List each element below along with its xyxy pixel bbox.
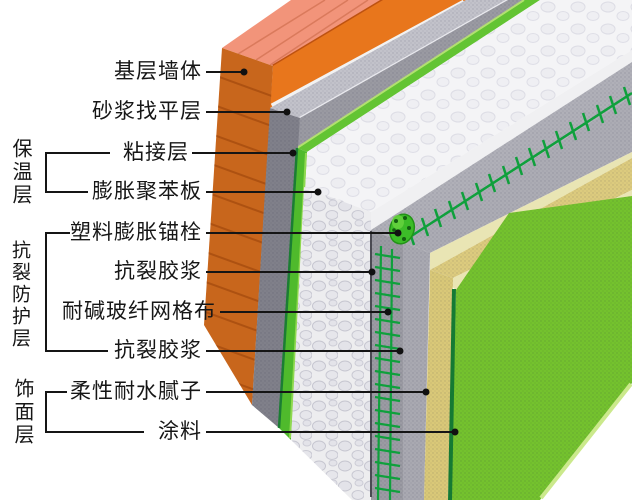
label-bonding-layer: 粘接层 bbox=[123, 141, 189, 164]
label-crack-mortar-bottom: 抗裂胶浆 bbox=[114, 339, 202, 362]
foam-top-band bbox=[304, 0, 632, 212]
crack-mortar2-front-texture bbox=[403, 242, 430, 500]
label-mortar-leveling: 砂浆找平层 bbox=[92, 100, 202, 123]
plastic-anchor bbox=[388, 213, 416, 245]
label-coating: 涂料 bbox=[158, 420, 202, 443]
group-label-finish: 饰面层 bbox=[11, 378, 33, 447]
adhesive-dark-edge bbox=[277, 147, 299, 429]
label-plastic-anchor: 塑料膨胀锚栓 bbox=[70, 221, 202, 244]
group-label-crack-protection: 抗裂防护层 bbox=[9, 240, 30, 350]
adhesive-top-band bbox=[297, 0, 540, 152]
annotation-dots bbox=[240, 68, 459, 436]
annotation-lines bbox=[45, 71, 453, 433]
adhesive-band-highlight bbox=[296, 0, 525, 149]
label-eps-board: 膨胀聚苯板 bbox=[92, 180, 202, 203]
fiberglass-mesh-front bbox=[374, 245, 401, 500]
label-base-wall: 基层墙体 bbox=[114, 60, 202, 83]
mortar-front-texture bbox=[252, 108, 300, 428]
putty-front-texture bbox=[424, 270, 453, 500]
coating-panel-texture bbox=[451, 196, 632, 500]
label-crack-mortar-top: 抗裂胶浆 bbox=[114, 260, 202, 283]
brick-top-joints bbox=[237, 0, 369, 66]
bracket-insulation bbox=[45, 152, 110, 193]
foam-edge-strip bbox=[371, 50, 632, 230]
coating-bottom-chamfer-highlight bbox=[539, 382, 632, 500]
label-fiberglass-mesh: 耐碱玻纤网格布 bbox=[62, 300, 216, 323]
coating-dark-edge bbox=[448, 288, 456, 500]
mortar-top-texture bbox=[270, 0, 508, 118]
crack-mortar1-band-texture bbox=[371, 62, 632, 242]
adhesive-front-face bbox=[279, 148, 307, 440]
group-label-insulation: 保温层 bbox=[9, 138, 31, 207]
bracket-crack-protection bbox=[45, 232, 108, 352]
bracket-finish bbox=[45, 391, 144, 433]
foam-front-face bbox=[291, 187, 371, 500]
label-flexible-putty: 柔性耐水腻子 bbox=[70, 380, 202, 403]
layer-stack bbox=[204, 0, 632, 500]
